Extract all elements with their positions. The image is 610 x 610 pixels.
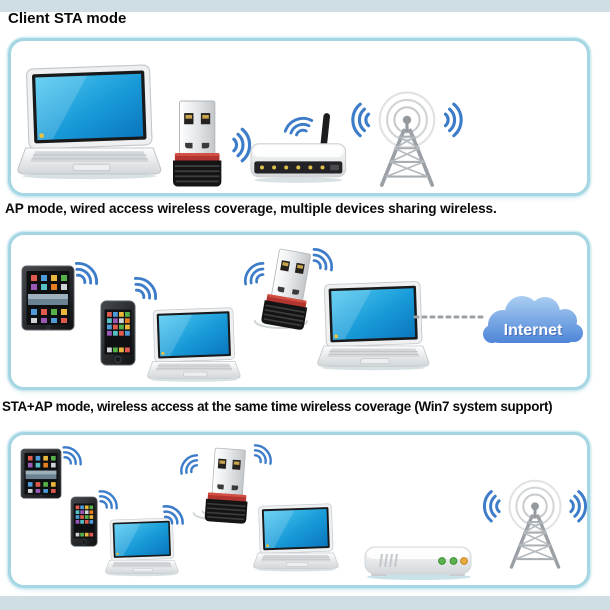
tablet-icon <box>21 265 75 331</box>
signal-tower-icon <box>353 93 461 185</box>
modem-router-icon <box>364 546 472 581</box>
section-title-ap-mode: AP mode, wired access wireless coverage,… <box>5 201 497 216</box>
wifi-waves-icon <box>93 486 122 515</box>
wifi-waves-icon <box>69 257 103 291</box>
wifi-waves-icon <box>248 440 276 470</box>
smartphone-icon <box>70 496 98 547</box>
usb-wifi-adapter-icon <box>203 446 252 525</box>
laptop-icon <box>105 517 179 577</box>
laptop-icon <box>317 280 430 371</box>
laptop-icon <box>253 503 339 572</box>
wifi-waves-icon <box>57 442 86 471</box>
bottom-band <box>0 596 610 610</box>
signal-tower-icon <box>484 481 585 567</box>
top-band <box>0 0 610 12</box>
tablet-icon <box>20 448 62 499</box>
wireless-router-icon <box>250 112 347 184</box>
wifi-waves-icon <box>176 450 204 480</box>
usb-wifi-adapter-icon <box>259 247 318 332</box>
ap-mode-illustration: Internet Internet <box>21 243 583 383</box>
section-title-sta-ap: STA+AP mode, wireless access at the same… <box>2 399 553 414</box>
wifi-waves-icon <box>239 257 270 291</box>
smartphone-icon <box>100 300 136 366</box>
client-sta-illustration <box>17 64 587 188</box>
laptop-icon <box>17 64 162 180</box>
ap-mode-panel: Internet Internet <box>8 232 590 390</box>
wifi-waves-icon <box>281 112 317 140</box>
wifi-waves-icon <box>232 127 252 163</box>
sta-ap-illustration <box>20 440 587 581</box>
laptop-icon <box>147 307 241 383</box>
client-sta-panel <box>8 38 590 196</box>
internet-label-shadow: Internet <box>505 323 564 340</box>
internet-label: Internet <box>504 322 563 339</box>
wifi-waves-icon <box>128 272 162 306</box>
section-title-client-sta: Client STA mode <box>8 10 127 27</box>
sta-ap-panel <box>8 432 590 588</box>
wifi-waves-icon <box>307 243 338 277</box>
usb-wifi-adapter-icon <box>172 100 223 188</box>
